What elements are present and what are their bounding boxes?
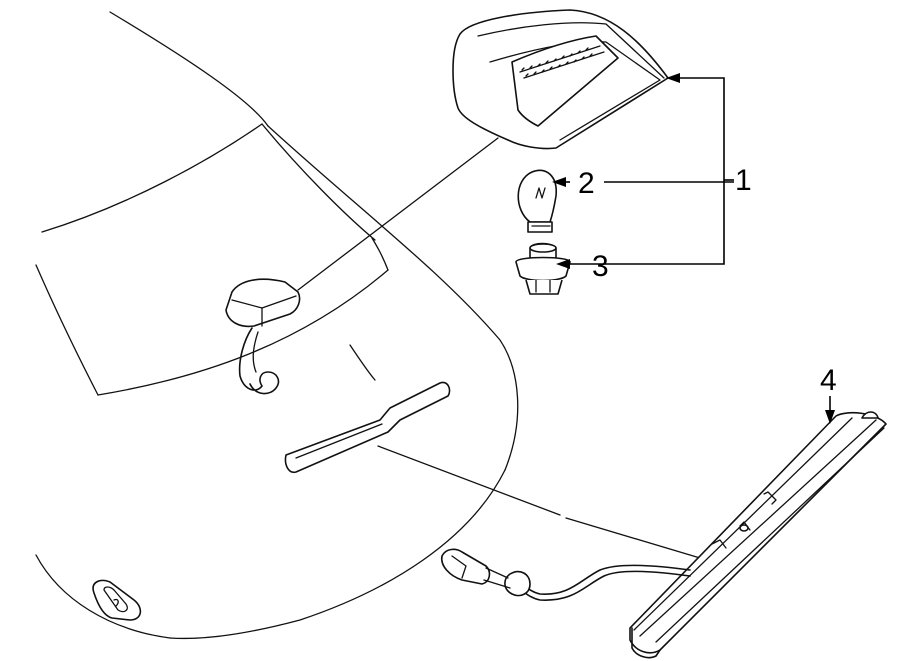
installed-lamp-location [225,278,301,395]
callout-3-label: 3 [592,250,609,283]
callout-2-arrow-icon [552,177,566,187]
callout-1-arrow-icon [666,73,680,83]
vehicle-body-outline [35,11,519,640]
callout-3-arrow-icon [556,259,570,269]
callout-1-label: 1 [735,164,752,197]
bulb-icon [517,169,557,233]
bulb-socket-icon [515,242,571,295]
callout-leaders [552,73,835,424]
emblem-recess [92,579,142,621]
callout-4-label: 4 [820,364,837,397]
spoiler-slot [284,381,451,474]
callout-4-arrow-icon [825,410,835,424]
led-array [521,47,593,77]
callout-1-bracket [570,77,725,265]
location-leader-4a [377,445,561,516]
location-leader-1 [297,137,499,291]
high-mount-stop-lamp-housing-icon [452,9,669,150]
wire-harness [440,548,691,601]
spoiler-mounted-lamp-assembly-icon [629,411,887,659]
location-leader-4b [565,517,701,559]
callout-2-label: 2 [578,167,595,200]
